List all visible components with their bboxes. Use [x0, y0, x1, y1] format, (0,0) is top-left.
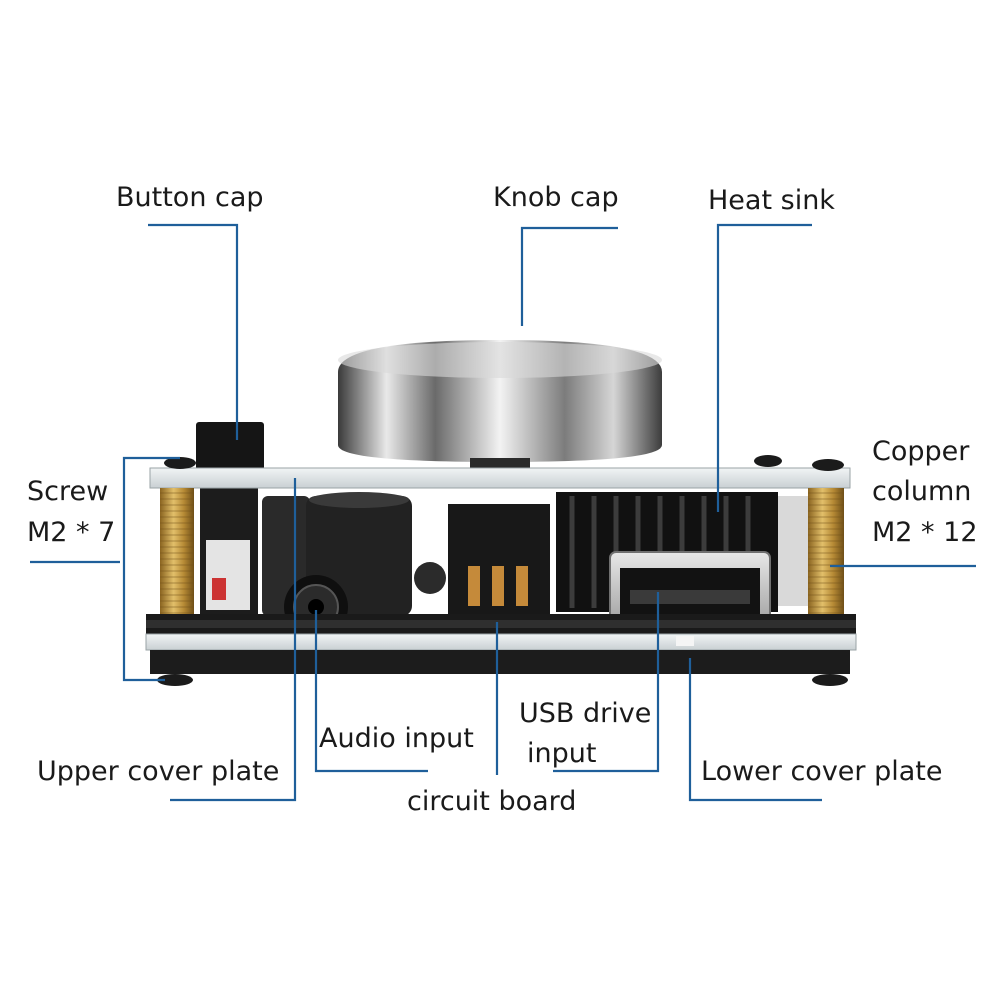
button-cap: [196, 422, 264, 616]
leader-screw-bracket: [122, 456, 180, 682]
label-screw-line1: Screw: [27, 476, 109, 507]
board-components: [262, 492, 550, 616]
label-heat-sink: Heat sink: [708, 185, 835, 216]
upper-cover-plate: [149, 455, 851, 489]
leader-knob-cap: [520, 226, 618, 326]
leader-heat-sink: [716, 223, 812, 512]
label-lower-cover-plate: Lower cover plate: [701, 756, 943, 787]
label-copper-column-line3: M2 * 12: [872, 517, 978, 548]
copper-columns: [160, 488, 844, 636]
label-knob-cap: Knob cap: [493, 182, 619, 213]
usb-port: [609, 551, 771, 633]
leader-button-cap: [148, 223, 239, 440]
label-circuit-board: circuit board: [407, 786, 577, 817]
leader-audio-input: [314, 610, 428, 773]
leader-lines: [30, 223, 976, 802]
leader-usb-drive-input: [553, 592, 660, 773]
label-usb-drive-input-line1: USB drive: [519, 698, 652, 729]
label-screw-line2: M2 * 7: [27, 517, 116, 548]
label-copper-column-line1: Copper: [872, 436, 970, 467]
label-usb-drive-input-line2: input: [527, 738, 597, 769]
knob-cap: [338, 340, 662, 472]
leader-lower-cover-plate: [688, 658, 822, 802]
label-button-cap: Button cap: [116, 182, 264, 213]
label-audio-input: Audio input: [319, 723, 474, 754]
lower-cover-plate: [145, 633, 857, 686]
label-upper-cover-plate: Upper cover plate: [37, 756, 280, 787]
leader-upper-cover-plate: [170, 478, 297, 802]
label-copper-column-line2: column: [872, 476, 972, 507]
